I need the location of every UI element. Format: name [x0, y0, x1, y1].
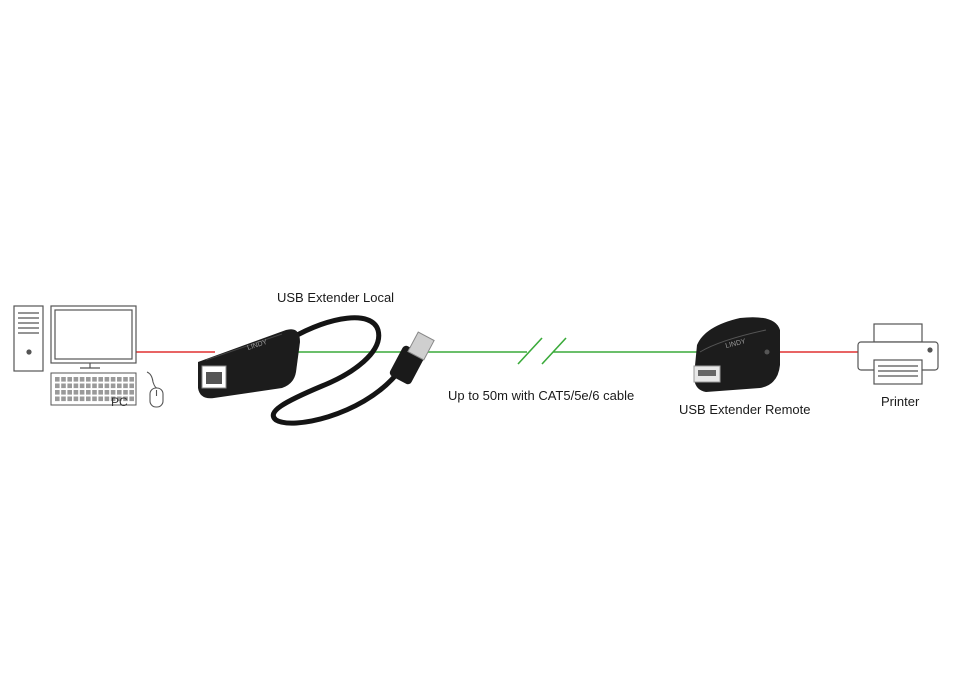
- keyboard-key: [129, 396, 134, 402]
- keyboard-key: [92, 396, 97, 402]
- keyboard-key: [55, 396, 60, 402]
- keyboard-key: [129, 390, 134, 395]
- keyboard-key: [98, 383, 103, 389]
- keyboard-key: [61, 390, 66, 395]
- keyboard-key: [117, 396, 122, 402]
- computer-tower-icon: [13, 305, 44, 372]
- keyboard-key: [104, 383, 110, 389]
- keyboard-key: [67, 390, 72, 395]
- pc-label: PC: [111, 395, 128, 409]
- keyboard-key: [61, 396, 66, 402]
- keyboard-key: [123, 396, 128, 402]
- keyboard-key: [86, 383, 91, 389]
- keyboard-key: [67, 383, 72, 389]
- keyboard-key: [92, 377, 97, 382]
- keyboard-key: [55, 383, 60, 389]
- keyboard-key: [61, 377, 66, 382]
- keyboard-key: [79, 383, 85, 389]
- keyboard-icon: [50, 372, 137, 406]
- mouse-icon: [146, 371, 164, 408]
- keyboard-key: [92, 390, 97, 395]
- keyboard-key: [110, 396, 116, 402]
- keyboard-key: [86, 390, 91, 395]
- keyboard-key: [104, 377, 110, 382]
- keyboard-key: [129, 383, 134, 389]
- keyboard-key: [129, 377, 134, 382]
- usb-extender-local-label: USB Extender Local: [277, 290, 395, 305]
- keyboard-key: [79, 377, 85, 382]
- keyboard-key: [61, 383, 66, 389]
- monitor-icon: [50, 305, 137, 369]
- keyboard-key: [79, 396, 85, 402]
- keyboard-key: [98, 377, 103, 382]
- keyboard-key: [98, 396, 103, 402]
- usb-extender-remote-device: LINDY: [693, 317, 780, 392]
- usb-extender-remote-label: USB Extender Remote: [679, 402, 811, 417]
- keyboard-key: [73, 390, 79, 395]
- keyboard-key: [117, 390, 122, 395]
- usb-extender-local-device: LINDY: [198, 329, 300, 399]
- keyboard-key: [86, 396, 91, 402]
- keyboard-key: [104, 396, 110, 402]
- printer-icon: [857, 323, 939, 385]
- keyboard-key: [92, 383, 97, 389]
- keyboard-key: [98, 390, 103, 395]
- usb-plug: [389, 331, 435, 385]
- keyboard-key: [55, 377, 60, 382]
- keyboard-key: [123, 383, 128, 389]
- keyboard-key: [73, 383, 79, 389]
- keyboard-key: [67, 377, 72, 382]
- cable-break-mark-1: [517, 337, 543, 365]
- keyboard-key: [123, 377, 128, 382]
- keyboard-key: [117, 377, 122, 382]
- keyboard-key: [73, 377, 79, 382]
- keyboard-key: [110, 390, 116, 395]
- keyboard-key: [86, 377, 91, 382]
- keyboard-key: [117, 383, 122, 389]
- printer-label: Printer: [881, 394, 920, 409]
- local-extender-cable: [270, 315, 398, 426]
- keyboard-key: [73, 396, 79, 402]
- keyboard-key: [110, 383, 116, 389]
- keyboard-key: [79, 390, 85, 395]
- keyboard-key: [55, 390, 60, 395]
- keyboard-key: [67, 396, 72, 402]
- remote-brand-mark: LINDY: [725, 338, 747, 350]
- cable-break-mark-2: [541, 337, 567, 365]
- cable-length-label: Up to 50m with CAT5/5e/6 cable: [448, 388, 635, 403]
- keyboard-key: [110, 377, 116, 382]
- keyboard-key: [123, 390, 128, 395]
- keyboard-key: [104, 390, 110, 395]
